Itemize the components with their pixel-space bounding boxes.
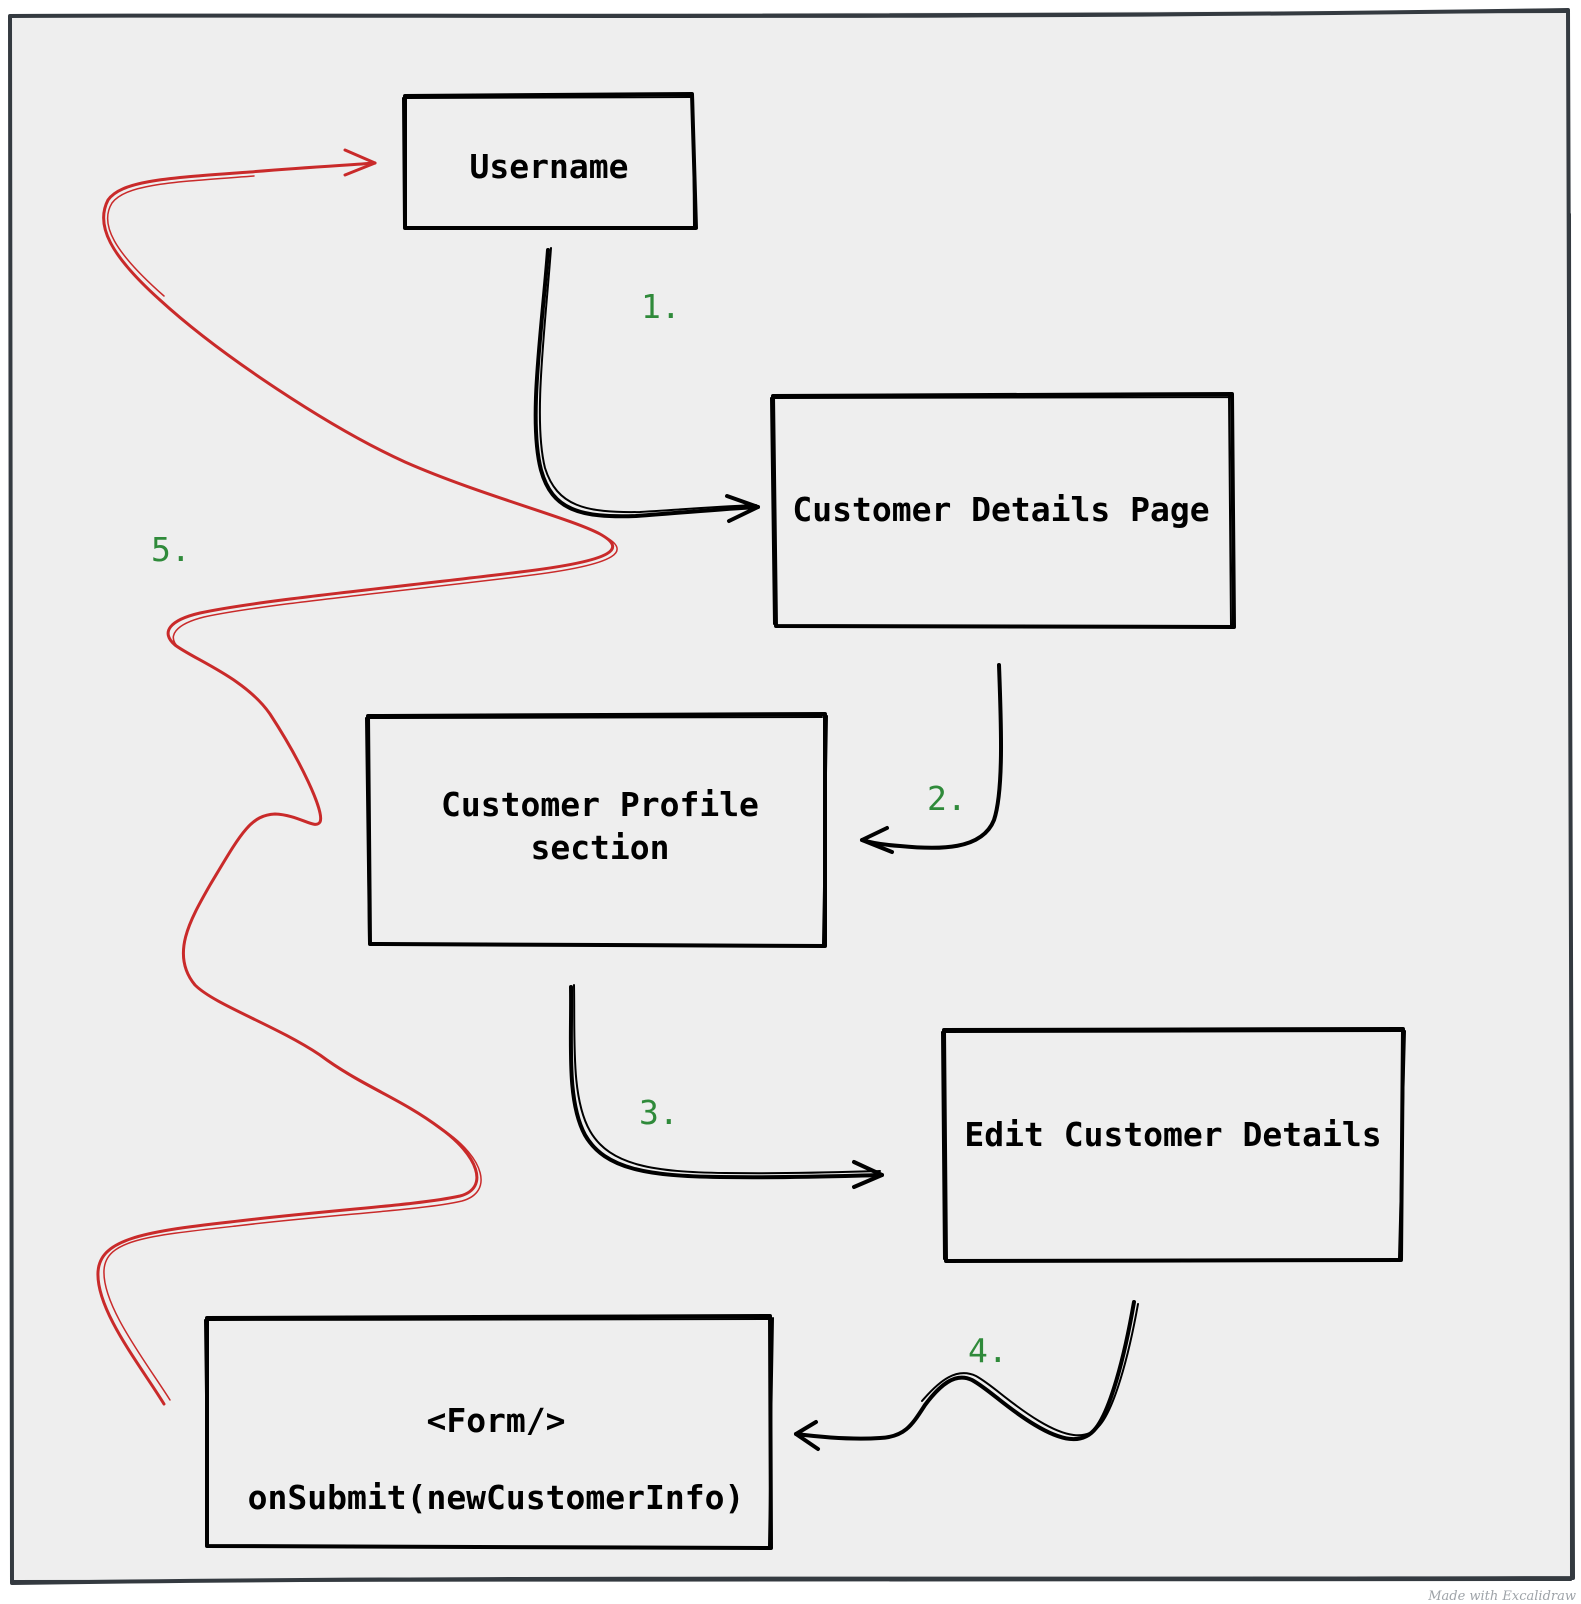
node-username-label: Username bbox=[470, 147, 629, 186]
arrow-step-2-head bbox=[860, 826, 894, 854]
node-customer-profile-section-border-overstroke bbox=[365, 715, 828, 945]
arrow-step-1-line bbox=[533, 248, 760, 519]
arrow-step-1 bbox=[533, 247, 760, 523]
node-username-border-overstroke bbox=[402, 95, 695, 227]
node-form-border-overstroke bbox=[204, 1317, 774, 1547]
excalidraw-watermark: Made with Excalidraw bbox=[1427, 1589, 1576, 1604]
node-form-line1: <Form/> bbox=[426, 1401, 565, 1440]
arrow-step-4 bbox=[794, 1300, 1139, 1451]
arrow-step-3-line-overstroke bbox=[573, 984, 881, 1175]
arrow-step-4-line bbox=[794, 1300, 1136, 1442]
node-customer-details-page: Customer Details Page bbox=[770, 392, 1236, 629]
arrow-step-4-line-overstroke bbox=[921, 1303, 1139, 1437]
node-username: Username bbox=[402, 92, 698, 230]
node-username-border bbox=[403, 92, 698, 230]
node-customer-profile-section: Customer Profile section bbox=[365, 712, 828, 948]
node-customer-details-page-border bbox=[771, 392, 1236, 629]
arrow-step-3 bbox=[568, 984, 884, 1189]
node-customer-profile-section-line1: Customer Profile bbox=[441, 785, 759, 824]
node-edit-customer-details-border bbox=[942, 1027, 1405, 1263]
node-customer-profile-section-line2: section bbox=[530, 828, 669, 867]
node-customer-details-page-label: Customer Details Page bbox=[792, 490, 1209, 529]
node-edit-customer-details: Edit Customer Details bbox=[941, 1027, 1406, 1263]
node-customer-details-page-border-overstroke bbox=[770, 395, 1232, 626]
arrow-step-5-line-overstroke bbox=[103, 175, 618, 1401]
node-customer-profile-section-border bbox=[366, 712, 827, 948]
step-label-5: 5. bbox=[151, 530, 191, 569]
node-form-line2: onSubmit(newCustomerInfo) bbox=[248, 1478, 745, 1517]
arrow-step-5-line bbox=[96, 161, 615, 1406]
arrow-step-1-line-overstroke bbox=[538, 247, 757, 514]
step-label-3: 3. bbox=[639, 1093, 679, 1132]
node-edit-customer-details-border-overstroke bbox=[941, 1030, 1406, 1260]
arrow-step-3-line bbox=[568, 985, 884, 1180]
node-edit-customer-details-label: Edit Customer Details bbox=[964, 1115, 1381, 1154]
arrow-step-3-head bbox=[852, 1160, 884, 1189]
arrow-step-4-head bbox=[794, 1420, 820, 1451]
step-label-2: 2. bbox=[927, 779, 967, 818]
step-label-1: 1. bbox=[641, 287, 681, 326]
arrow-step-2 bbox=[860, 663, 1004, 854]
node-form: <Form/> onSubmit(newCustomerInfo) bbox=[204, 1314, 774, 1550]
canvas-background bbox=[10, 10, 1573, 1583]
arrow-step-2-line bbox=[860, 663, 1004, 850]
diagram-frame bbox=[8, 8, 1575, 1585]
frame-border-overstroke bbox=[13, 11, 1572, 1582]
arrow-step-5-head bbox=[343, 148, 377, 177]
step-label-4: 4. bbox=[968, 1331, 1008, 1370]
arrow-step-5 bbox=[96, 148, 618, 1406]
arrow-step-1-head bbox=[725, 494, 760, 523]
